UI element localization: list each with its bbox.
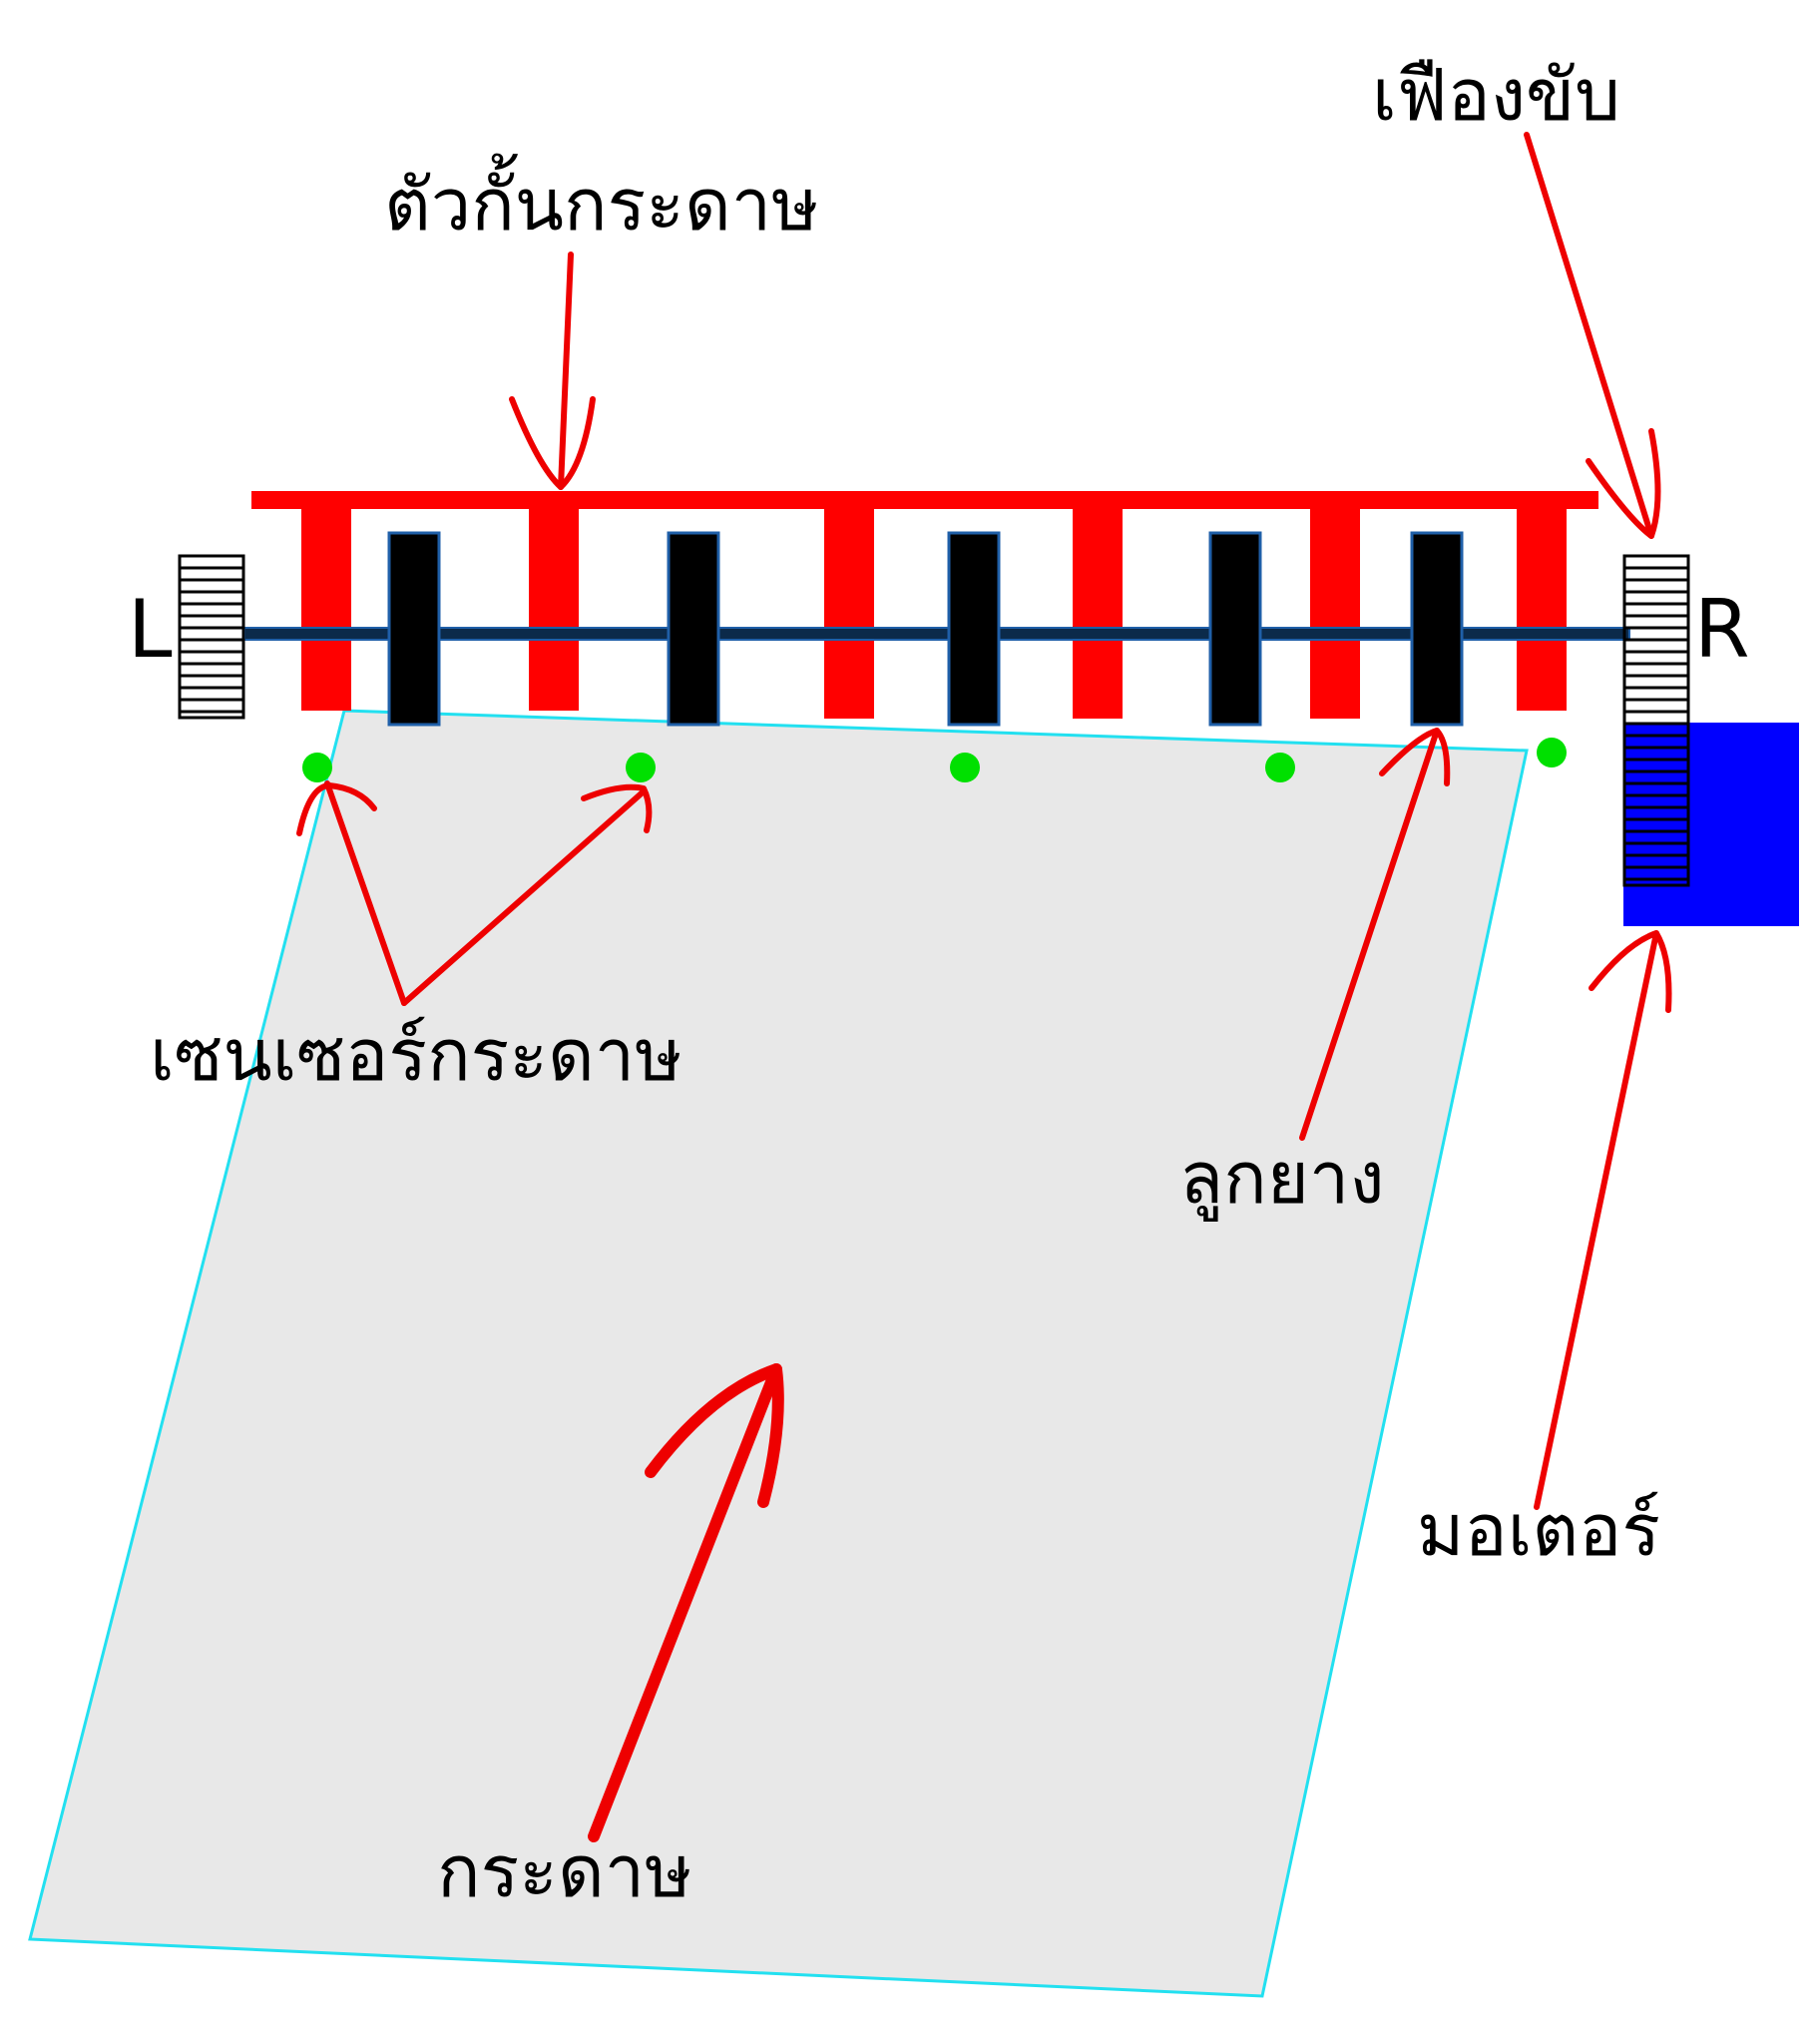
- paper-sensor-dot: [302, 753, 332, 782]
- label-motor: มอเตอร์: [1417, 1488, 1660, 1572]
- label-drive-gear: เฟืองขับ: [1372, 53, 1620, 137]
- arrowhead-paper-stopper: [509, 396, 596, 490]
- stopper-tooth: [824, 509, 874, 719]
- arrowhead-rubber-roller: [1379, 728, 1451, 786]
- arrowhead-sensor-left: [296, 782, 377, 836]
- label-paper-stopper: ตัวกั้นกระดาษ: [384, 153, 819, 247]
- arrow-motor: [1534, 930, 1659, 1510]
- stopper-tooth: [529, 509, 579, 711]
- arrow-sensor-right: [401, 788, 647, 1006]
- stopper-bar: [251, 491, 1598, 509]
- rubber-roller: [947, 531, 1001, 727]
- label-paper-sensor: เซนเซอร์กระดาษ: [150, 1013, 682, 1097]
- arrowhead-drive-gear: [1586, 428, 1661, 539]
- arrowhead-paper: [645, 1363, 784, 1508]
- rubber-roller: [1208, 531, 1262, 727]
- left-gear-icon: [178, 554, 245, 720]
- label-paper: กระดาษ: [437, 1829, 692, 1913]
- arrowhead-sensor-right: [581, 783, 653, 833]
- annotation-arrows: [296, 132, 1672, 1842]
- rubber-roller: [387, 531, 441, 727]
- rubber-rollers: [387, 531, 1464, 727]
- paper-sensors: [302, 738, 1567, 782]
- paper-sensor-dot: [950, 753, 980, 782]
- rubber-roller: [667, 531, 720, 727]
- paper-sensor-dot: [1265, 753, 1295, 782]
- label-left: L: [128, 583, 173, 676]
- arrow-drive-gear: [1524, 132, 1654, 539]
- arrow-paper-stopper: [558, 252, 574, 490]
- drive-gear-icon: [1622, 554, 1690, 887]
- label-rubber-roller: ลูกยาง: [1179, 1136, 1385, 1222]
- motor-block: [1623, 723, 1799, 926]
- arrow-rubber-roller: [1299, 728, 1440, 1141]
- paper-stopper: [251, 491, 1598, 719]
- paper-sheet: [28, 709, 1529, 1998]
- stopper-tooth: [301, 509, 351, 711]
- paper-sensor-dot: [626, 753, 656, 782]
- arrowhead-motor: [1589, 930, 1672, 1013]
- stopper-tooth: [1310, 509, 1360, 719]
- arrow-sensor-left: [324, 780, 407, 1006]
- paper-sensor-dot: [1537, 738, 1567, 767]
- arrow-paper: [588, 1363, 782, 1842]
- label-right: R: [1694, 583, 1750, 676]
- stopper-tooth: [1517, 509, 1567, 711]
- stopper-tooth: [1073, 509, 1123, 719]
- rubber-roller: [1410, 531, 1464, 727]
